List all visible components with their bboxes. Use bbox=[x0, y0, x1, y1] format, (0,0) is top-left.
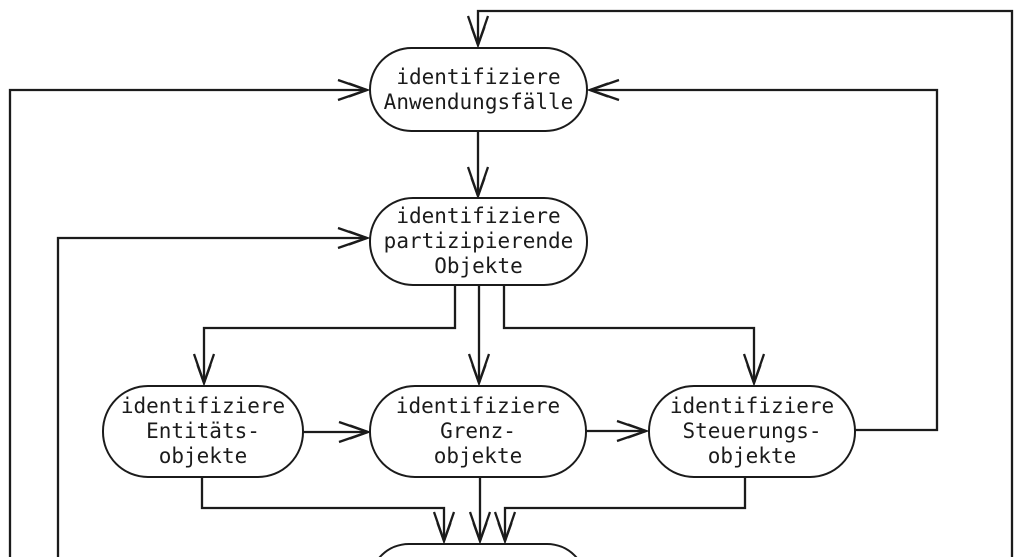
edge-steuerungs-to-anwendungsfaelle bbox=[590, 90, 939, 432]
node-identifiziere-steuerungsobjekte: identifiziere Steuerungs- objekte bbox=[648, 385, 856, 478]
node-identifiziere-entitaetsobjekte: identifiziere Entitäts- objekte bbox=[102, 385, 304, 478]
node-bottom-partial bbox=[369, 543, 587, 557]
edge-steuerungs-to-bottom bbox=[505, 476, 747, 541]
node-identifiziere-grenzobjekte: identifiziere Grenz- objekte bbox=[369, 385, 587, 478]
edge-entitaets-to-bottom bbox=[200, 476, 444, 541]
edge-loop-left-outer-to-anwendungsfaelle bbox=[8, 90, 367, 557]
edge-partizipierende-to-entitaets bbox=[204, 285, 457, 383]
node-identifiziere-partizipierende-objekte: identifiziere partizipierende Objekte bbox=[369, 197, 588, 286]
edge-partizipierende-to-steuerungs bbox=[502, 285, 754, 383]
node-identifiziere-anwendungsfaelle: identifiziere Anwendungsfälle bbox=[369, 47, 588, 132]
